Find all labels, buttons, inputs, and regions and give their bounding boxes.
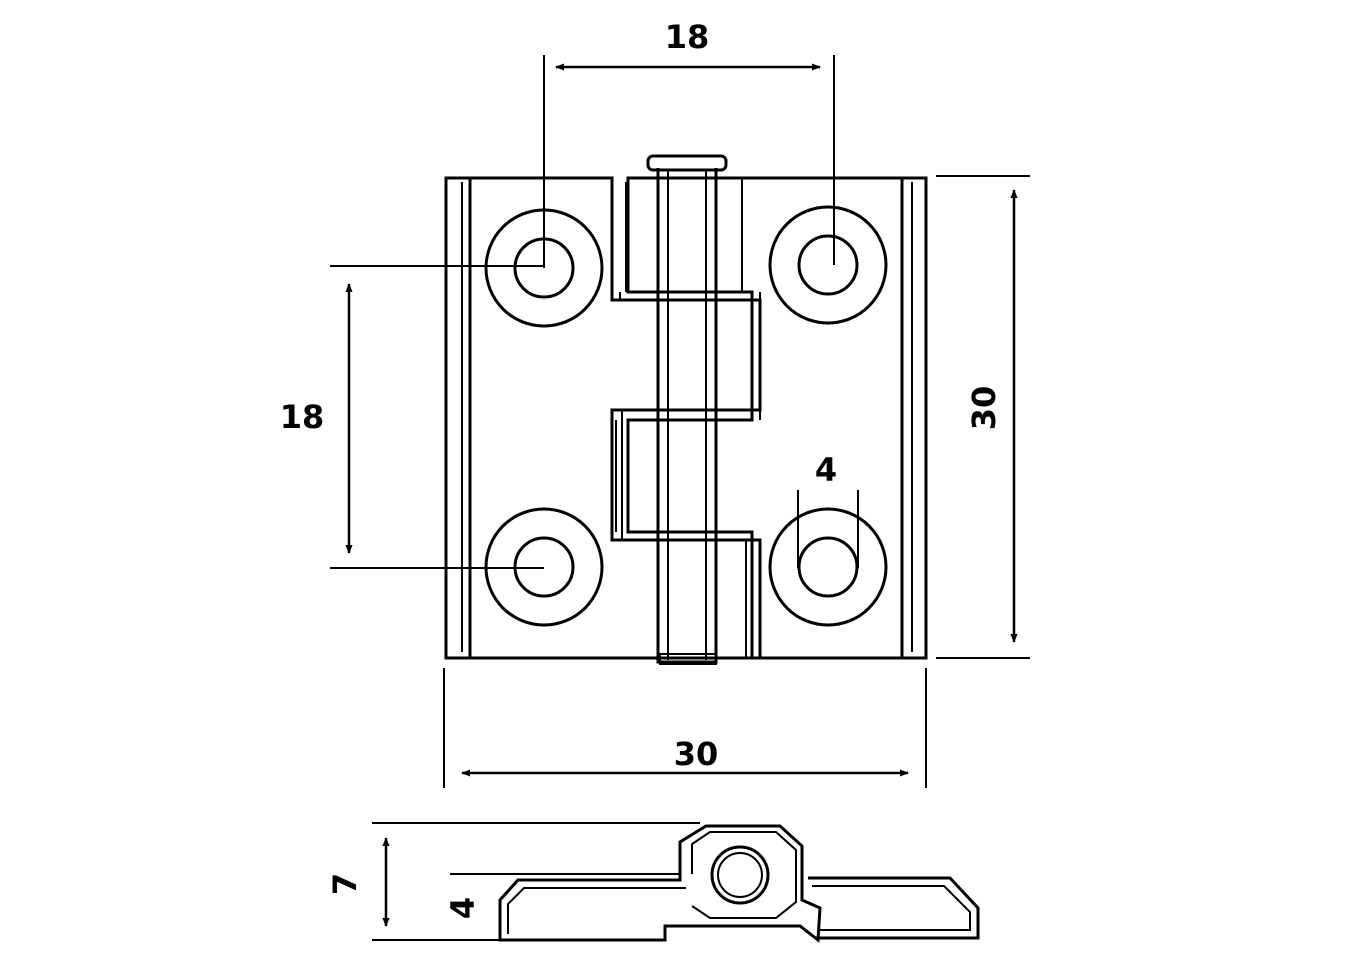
side-view-knuckle-inner bbox=[691, 831, 797, 919]
hinge-pin bbox=[656, 168, 718, 664]
label-hole-spacing-horizontal: 18 bbox=[665, 18, 710, 56]
knuckle-step-upper bbox=[619, 292, 761, 540]
left-leaf-outline bbox=[444, 176, 762, 660]
label-hole-diameter: 4 bbox=[815, 451, 837, 489]
dimension-hole-spacing-horizontal: 18 bbox=[543, 18, 835, 268]
hole-top-right bbox=[768, 205, 888, 325]
dimension-overall-width: 30 bbox=[443, 668, 927, 788]
label-overall-height: 30 bbox=[965, 386, 1003, 431]
side-view-pin bbox=[710, 845, 770, 905]
side-view-outline bbox=[498, 824, 822, 943]
dimension-overall-height: 30 bbox=[936, 175, 1030, 659]
hole-bottom-right bbox=[768, 507, 888, 627]
label-side-thickness: 7 bbox=[326, 873, 364, 895]
side-view-right-leaf bbox=[808, 876, 980, 940]
knuckle-step-lower bbox=[615, 178, 747, 658]
dimension-side-leaf-height: 4 bbox=[444, 873, 680, 919]
right-leaf-outline bbox=[626, 176, 928, 660]
dimension-side-thickness: 7 bbox=[326, 822, 700, 941]
side-view-left-leaf-inner bbox=[507, 887, 686, 934]
label-hole-spacing-vertical: 18 bbox=[280, 398, 325, 436]
hinge-pin-tail bbox=[659, 653, 717, 665]
label-side-leaf-height: 4 bbox=[444, 897, 482, 919]
hinge-side-view bbox=[498, 824, 980, 943]
dimension-hole-diameter: 4 bbox=[797, 451, 859, 568]
hinge-pin-inner bbox=[667, 170, 707, 660]
hinge-pin-head bbox=[646, 154, 728, 172]
label-overall-width: 30 bbox=[674, 735, 719, 773]
side-view-right-leaf-inner bbox=[812, 885, 971, 931]
hinge-front-view bbox=[444, 154, 928, 665]
dimension-hole-spacing-vertical: 18 bbox=[280, 265, 544, 569]
